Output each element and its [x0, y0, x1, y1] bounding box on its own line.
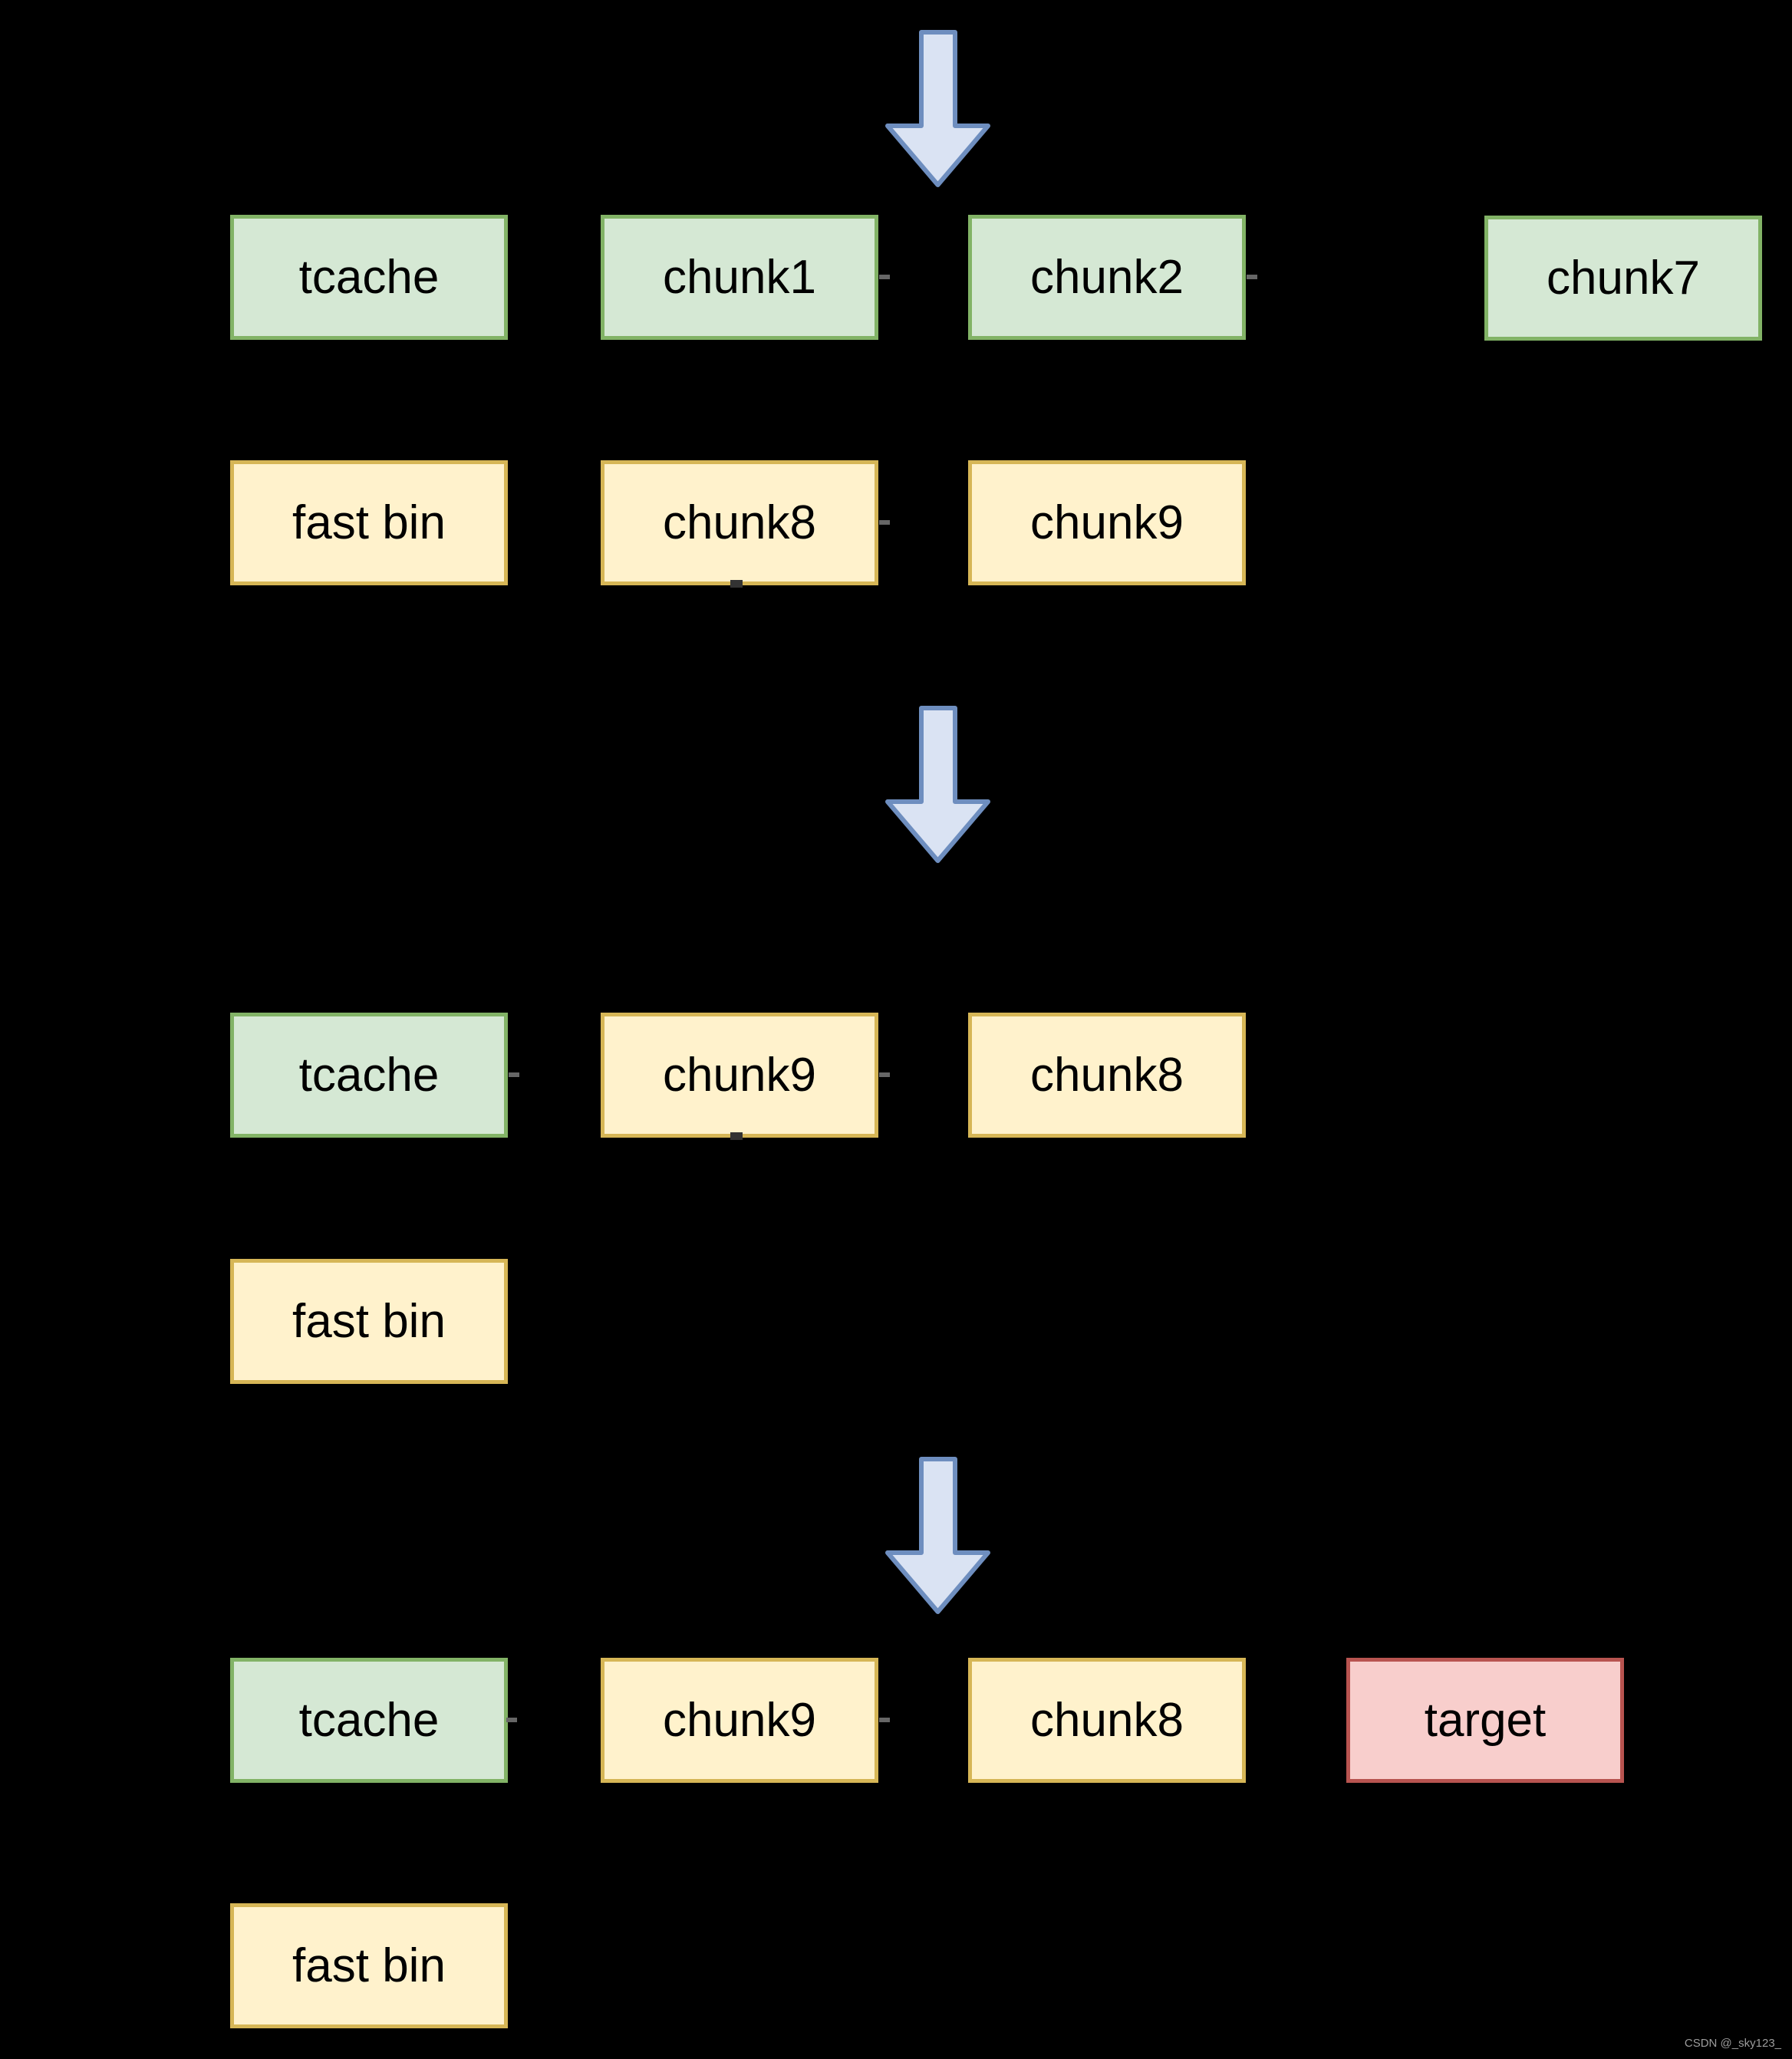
connector-tick	[730, 1132, 743, 1140]
node-chunk7-stage1: chunk7	[1484, 216, 1762, 341]
node-chunk9-stage2: chunk9	[601, 1013, 878, 1138]
node-chunk1-stage1: chunk1	[601, 215, 878, 340]
node-fastbin-stage1: fast bin	[230, 460, 508, 585]
connector-dash	[879, 520, 890, 525]
node-fastbin-stage3: fast bin	[230, 1903, 508, 2028]
connector-dash	[509, 1072, 519, 1077]
watermark: CSDN @_sky123_	[1684, 2037, 1781, 2050]
node-chunk2-stage1: chunk2	[968, 215, 1246, 340]
node-tcache-stage1: tcache	[230, 215, 508, 340]
node-tcache-stage2: tcache	[230, 1013, 508, 1138]
down-arrow-icon	[885, 706, 990, 863]
node-chunk9-stage3: chunk9	[601, 1658, 878, 1783]
connector-dash	[879, 1718, 890, 1722]
connector-dash	[879, 275, 890, 279]
node-chunk9-stage1: chunk9	[968, 460, 1246, 585]
node-chunk8-stage2: chunk8	[968, 1013, 1246, 1138]
connector-tick	[730, 580, 743, 588]
node-fastbin-stage2: fast bin	[230, 1259, 508, 1384]
connector-dash	[879, 1072, 890, 1077]
node-chunk8-stage3: chunk8	[968, 1658, 1246, 1783]
node-target-stage3: target	[1346, 1658, 1624, 1783]
node-tcache-stage3: tcache	[230, 1658, 508, 1783]
connector-dash	[506, 1718, 517, 1722]
down-arrow-icon	[885, 30, 990, 187]
node-chunk8-stage1: chunk8	[601, 460, 878, 585]
connector-dash	[1247, 275, 1257, 279]
down-arrow-icon	[885, 1457, 990, 1614]
